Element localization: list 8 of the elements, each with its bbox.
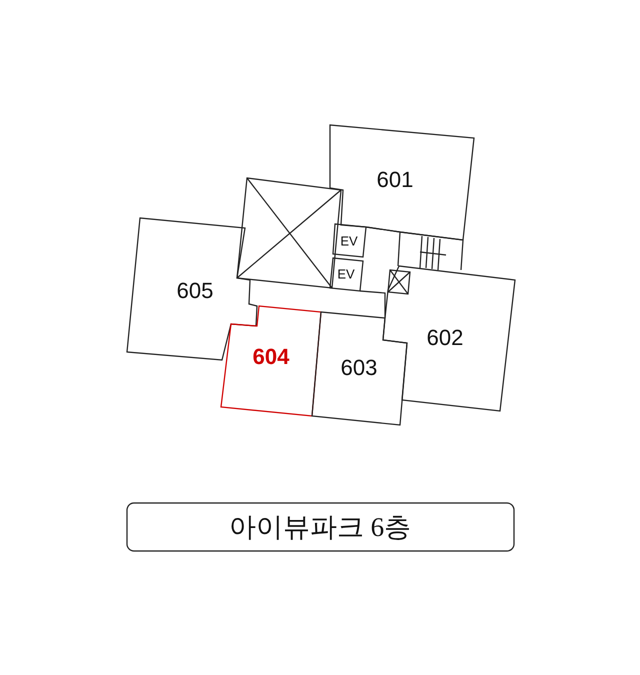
room-number: 604: [252, 344, 290, 370]
room-number: 603: [340, 355, 378, 381]
room-number: 601: [376, 167, 414, 193]
room-number: 605: [176, 278, 214, 304]
room-number: 602: [426, 325, 464, 351]
elevator-label: EV: [340, 234, 358, 248]
floor-title: 아이뷰파크 6층: [228, 511, 412, 544]
elevator-label: EV: [337, 266, 355, 282]
